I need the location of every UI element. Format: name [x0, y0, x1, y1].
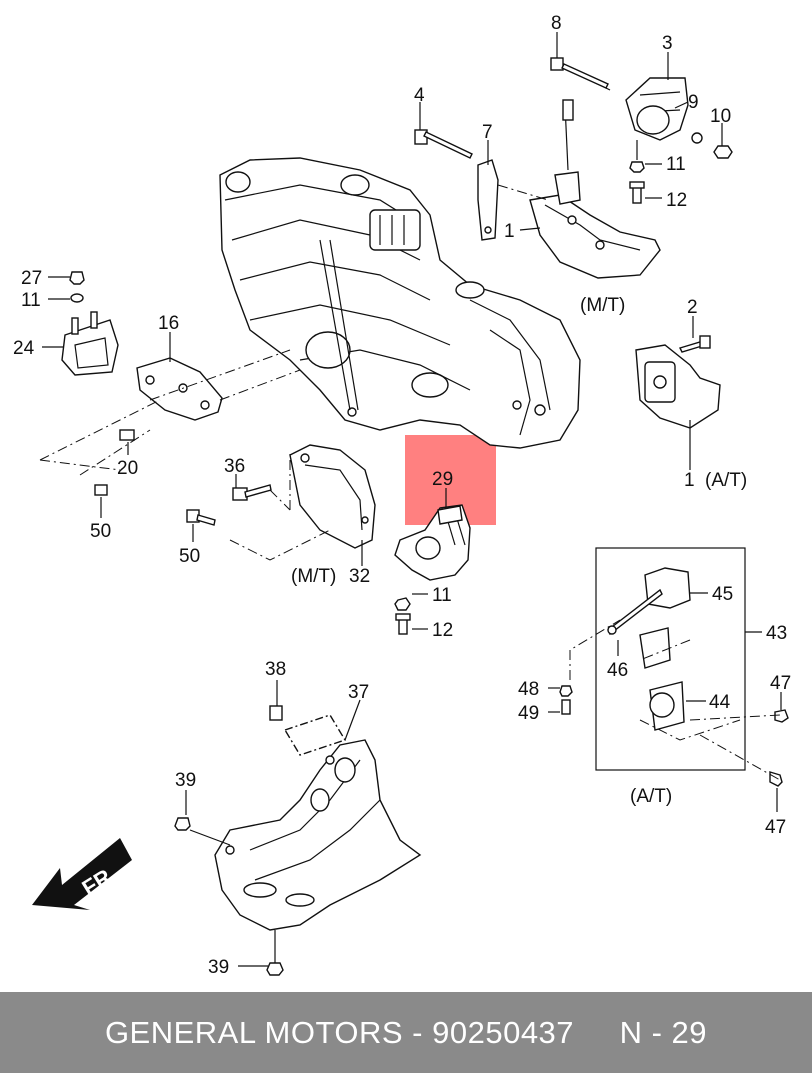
- engine-transaxle-assembly: [219, 157, 581, 449]
- footer-separator: -: [403, 1014, 433, 1050]
- callout-29: 29: [432, 469, 453, 490]
- front-direction-arrow: [32, 838, 132, 910]
- callout-39-lower: 39: [208, 957, 229, 978]
- callout-labels: 8 3 4 9 10 7 11 12 1 (M/T) 2 1 (A/T) 27 …: [13, 13, 791, 978]
- callout-39-upper: 39: [175, 770, 196, 791]
- callout-49: 49: [518, 703, 539, 724]
- callout-38: 38: [265, 659, 286, 680]
- callout-8: 8: [551, 13, 562, 34]
- callout-36: 36: [224, 456, 245, 477]
- callout-4: 4: [414, 85, 425, 106]
- footer-brand: GENERAL MOTORS: [104, 1014, 404, 1050]
- callout-1-mt: 1: [504, 221, 515, 242]
- callout-44: 44: [709, 692, 731, 713]
- callout-43: 43: [766, 623, 787, 644]
- callout-3: 3: [662, 33, 673, 54]
- callout-45: 45: [712, 584, 733, 605]
- at-mount-group: [635, 335, 721, 429]
- callout-11-mid: 11: [432, 585, 452, 606]
- callout-37: 37: [348, 682, 369, 703]
- footer-gap: [574, 1015, 620, 1051]
- callout-1-at: 1: [684, 470, 695, 491]
- callout-47-upper: 47: [770, 673, 791, 694]
- callout-46: 46: [607, 660, 628, 681]
- callout-20: 20: [117, 458, 138, 479]
- footer-part-number: 90250437: [432, 1014, 575, 1050]
- callout-7: 7: [482, 122, 493, 143]
- left-mount-group: [39, 271, 301, 496]
- callout-50-left: 50: [90, 521, 111, 542]
- callout-47-lower: 47: [765, 817, 786, 838]
- callout-12-top: 12: [666, 190, 687, 211]
- callout-12-mid: 12: [432, 620, 453, 641]
- upper-mount-group: [550, 57, 733, 204]
- label-at-upper: (A/T): [705, 470, 747, 491]
- label-at-lower: (A/T): [630, 786, 672, 807]
- callout-16: 16: [158, 313, 179, 334]
- callout-32: 32: [349, 566, 370, 587]
- callout-50-mid: 50: [179, 546, 200, 567]
- label-mt-upper: (M/T): [580, 295, 625, 316]
- footer-reference: N - 29: [619, 1014, 708, 1050]
- mt-mount-lower-group: [186, 444, 376, 561]
- callout-11-top: 11: [666, 154, 686, 175]
- callout-9: 9: [688, 92, 699, 113]
- part-29-mount: [394, 504, 471, 635]
- mt-bracket-group: [414, 99, 661, 279]
- label-mt-lower: (M/T): [291, 566, 336, 587]
- part-number-footer: GENERAL MOTORS - 90250437 N - 29: [0, 992, 812, 1073]
- callout-27: 27: [21, 268, 42, 289]
- at-detail-box: [559, 547, 789, 787]
- callout-11-left: 11: [21, 290, 41, 311]
- callout-10: 10: [710, 106, 731, 127]
- callout-48: 48: [518, 679, 539, 700]
- callout-2: 2: [687, 297, 698, 318]
- exploded-parts-diagram: 8 3 4 9 10 7 11 12 1 (M/T) 2 1 (A/T) 27 …: [13, 13, 791, 978]
- callout-24: 24: [13, 338, 35, 359]
- under-shield-group: [174, 705, 422, 976]
- leader-lines: [42, 32, 782, 967]
